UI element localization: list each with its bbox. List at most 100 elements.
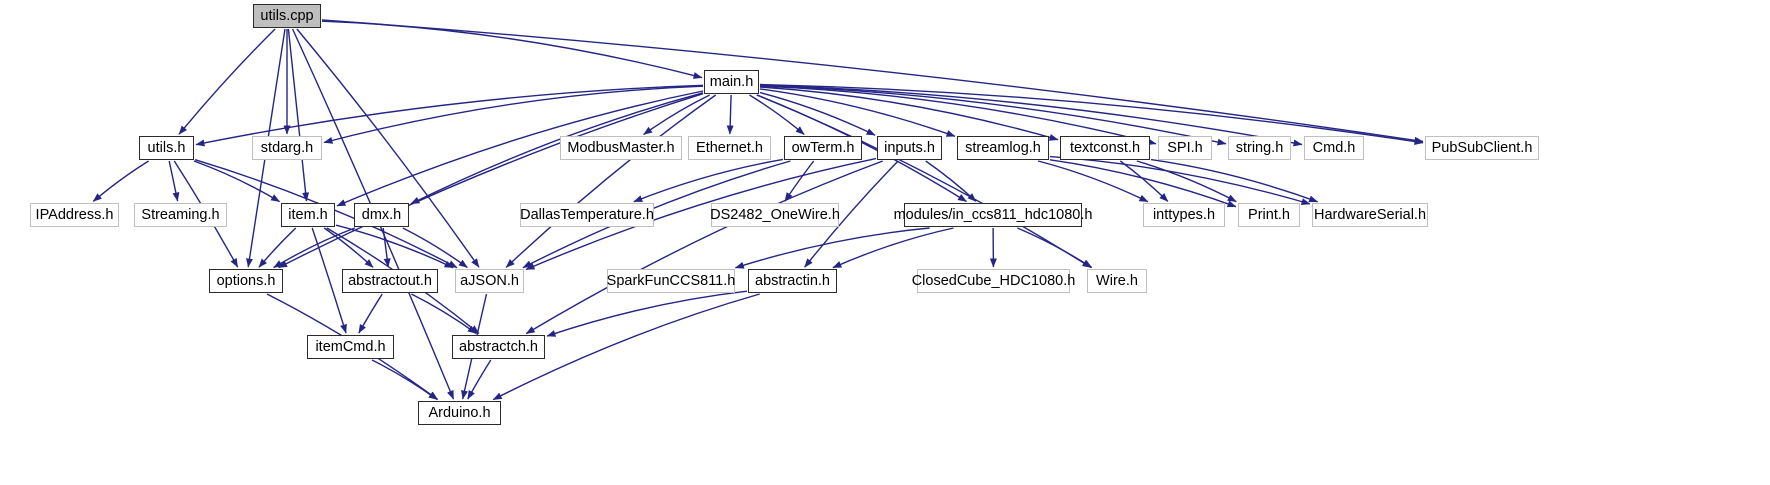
- node-label: abstractch.h: [459, 339, 538, 355]
- node-label: aJSON.h: [460, 273, 519, 289]
- edge-streamlog-h-to-hardwareserial-h: [1049, 155, 1311, 205]
- node-wire-h[interactable]: Wire.h: [1087, 269, 1147, 293]
- edge-main-h-to-pubsubclient-h: [759, 83, 1424, 145]
- node-modbusmaster-h[interactable]: ModbusMaster.h: [560, 136, 682, 160]
- node-dmx-h[interactable]: dmx.h: [354, 203, 409, 227]
- node-label: ModbusMaster.h: [567, 140, 675, 156]
- node-label: inttypes.h: [1152, 207, 1216, 223]
- node-textconst-h[interactable]: textconst.h: [1060, 136, 1150, 160]
- node-label: Arduino.h: [428, 405, 491, 421]
- node-label: owTerm.h: [791, 140, 855, 156]
- node-label: Streaming.h: [141, 207, 220, 223]
- node-arduino-h[interactable]: Arduino.h: [418, 401, 501, 425]
- node-sparkfunccs811-h[interactable]: SparkFunCCS811.h: [607, 269, 735, 293]
- edge-owterm-h-to-ds2482-onewire-h: [784, 160, 815, 202]
- edge-main-h-to-owterm-h: [749, 94, 805, 135]
- edge-utils-h-to-streaming-h: [168, 160, 180, 202]
- node-label: options.h: [216, 273, 276, 289]
- edge-item-h-to-ajson-h: [335, 224, 454, 269]
- node-label: ClosedCube_HDC1080.h: [911, 273, 1076, 289]
- edge-abstractout-h-to-itemcmd-h: [358, 293, 383, 334]
- edge-textconst-h-to-print-h: [1136, 160, 1237, 203]
- edge-main-h-to-ethernet-h: [726, 94, 734, 135]
- node-label: PubSubClient.h: [1431, 140, 1533, 156]
- node-label: abstractout.h: [348, 273, 432, 289]
- node-label: utils.cpp: [260, 8, 314, 24]
- node-inputs-h[interactable]: inputs.h: [877, 136, 942, 160]
- edge-main-h-to-stdarg-h: [323, 85, 704, 144]
- edge-utils-h-to-ipaddress-h: [92, 160, 149, 202]
- node-streamlog-h[interactable]: streamlog.h: [957, 136, 1049, 160]
- node-label: modules/in_ccs811_hdc1080.h: [893, 207, 1093, 223]
- node-ajson-h[interactable]: aJSON.h: [455, 269, 524, 293]
- edge-main-h-to-textconst-h: [759, 86, 1059, 141]
- node-label: stdarg.h: [260, 140, 314, 156]
- edge-abstractch-h-to-arduino-h: [467, 359, 492, 400]
- node-dallastemperature-h[interactable]: DallasTemperature.h: [520, 203, 654, 227]
- node-main-h[interactable]: main.h: [704, 70, 759, 94]
- node-options-h[interactable]: options.h: [209, 269, 283, 293]
- edge-owterm-h-to-dallastemperature-h: [633, 158, 784, 203]
- node-label: IPAddress.h: [35, 207, 114, 223]
- node-label: Ethernet.h: [696, 140, 763, 156]
- node-closedcube-hdc1080-h[interactable]: ClosedCube_HDC1080.h: [912, 269, 1075, 293]
- node-owterm-h[interactable]: owTerm.h: [784, 136, 862, 160]
- node-label: inputs.h: [884, 140, 935, 156]
- edge-main-h-to-streamlog-h: [759, 88, 956, 137]
- edge-main-h-to-wire-h: [756, 94, 1092, 269]
- node-abstractin-h[interactable]: abstractin.h: [748, 269, 837, 293]
- edge-in-ccs811-hdc1080-h-to-sparkfunccs811-h: [734, 227, 930, 269]
- edge-item-h-to-itemcmd-h: [311, 227, 347, 334]
- edge-utils-cpp-to-main-h: [321, 20, 703, 79]
- node-label: Cmd.h: [1312, 140, 1356, 156]
- node-streaming-h[interactable]: Streaming.h: [134, 203, 227, 227]
- node-abstractout-h[interactable]: abstractout.h: [342, 269, 438, 293]
- edge-inputs-h-to-in-ccs811-hdc1080-h: [925, 160, 977, 202]
- node-label: dmx.h: [361, 207, 402, 223]
- node-label: textconst.h: [1069, 140, 1141, 156]
- node-label: itemCmd.h: [315, 339, 386, 355]
- edge-abstractin-h-to-abstractch-h: [546, 290, 748, 337]
- edge-itemcmd-h-to-arduino-h: [371, 359, 438, 401]
- node-ds2482-onewire-h[interactable]: DS2482_OneWire.h: [710, 203, 840, 227]
- node-spi-h[interactable]: SPI.h: [1158, 136, 1212, 160]
- edge-in-ccs811-hdc1080-h-to-wire-h: [1017, 227, 1093, 269]
- node-hardwareserial-h[interactable]: HardwareSerial.h: [1312, 203, 1428, 227]
- edge-item-h-to-abstractout-h: [323, 227, 374, 268]
- node-cmd-h[interactable]: Cmd.h: [1304, 136, 1364, 160]
- node-label: streamlog.h: [965, 140, 1041, 156]
- node-label: main.h: [709, 74, 754, 90]
- node-pubsubclient-h[interactable]: PubSubClient.h: [1425, 136, 1539, 160]
- node-label: HardwareSerial.h: [1313, 207, 1427, 223]
- edge-main-h-to-inputs-h: [759, 91, 876, 136]
- edge-main-h-to-modbusmaster-h: [643, 94, 711, 136]
- node-label: item.h: [288, 207, 328, 223]
- node-in-ccs811-hdc1080-h[interactable]: modules/in_ccs811_hdc1080.h: [894, 203, 1092, 227]
- node-stdarg-h[interactable]: stdarg.h: [252, 136, 322, 160]
- node-ipaddress-h[interactable]: IPAddress.h: [30, 203, 119, 227]
- node-label: utils.h: [147, 140, 186, 156]
- node-utils-cpp[interactable]: utils.cpp: [253, 4, 321, 28]
- node-label: string.h: [1235, 140, 1284, 156]
- edge-main-h-to-options-h: [278, 93, 704, 269]
- edge-main-h-to-ajson-h: [505, 94, 717, 268]
- edge-dmx-h-to-abstractout-h: [382, 227, 391, 268]
- node-ethernet-h[interactable]: Ethernet.h: [688, 136, 771, 160]
- node-inttypes-h[interactable]: inttypes.h: [1143, 203, 1225, 227]
- node-label: abstractin.h: [755, 273, 830, 289]
- node-label: SPI.h: [1167, 140, 1203, 156]
- edge-utils-cpp-to-pubsubclient-h: [321, 19, 1424, 144]
- node-utils-h[interactable]: utils.h: [139, 136, 194, 160]
- node-abstractch-h[interactable]: abstractch.h: [452, 335, 545, 359]
- node-string-h[interactable]: string.h: [1228, 136, 1291, 160]
- edge-textconst-h-to-hardwareserial-h: [1150, 158, 1319, 203]
- edge-in-ccs811-hdc1080-h-to-abstractin-h: [832, 227, 954, 269]
- edge-dmx-h-to-options-h: [273, 227, 356, 269]
- node-print-h[interactable]: Print.h: [1238, 203, 1300, 227]
- node-label: Print.h: [1248, 207, 1290, 223]
- node-item-h[interactable]: item.h: [281, 203, 335, 227]
- edge-streamlog-h-to-inttypes-h: [1037, 160, 1149, 203]
- node-itemcmd-h[interactable]: itemCmd.h: [307, 335, 394, 359]
- edge-abstractout-h-to-abstractch-h: [411, 293, 477, 335]
